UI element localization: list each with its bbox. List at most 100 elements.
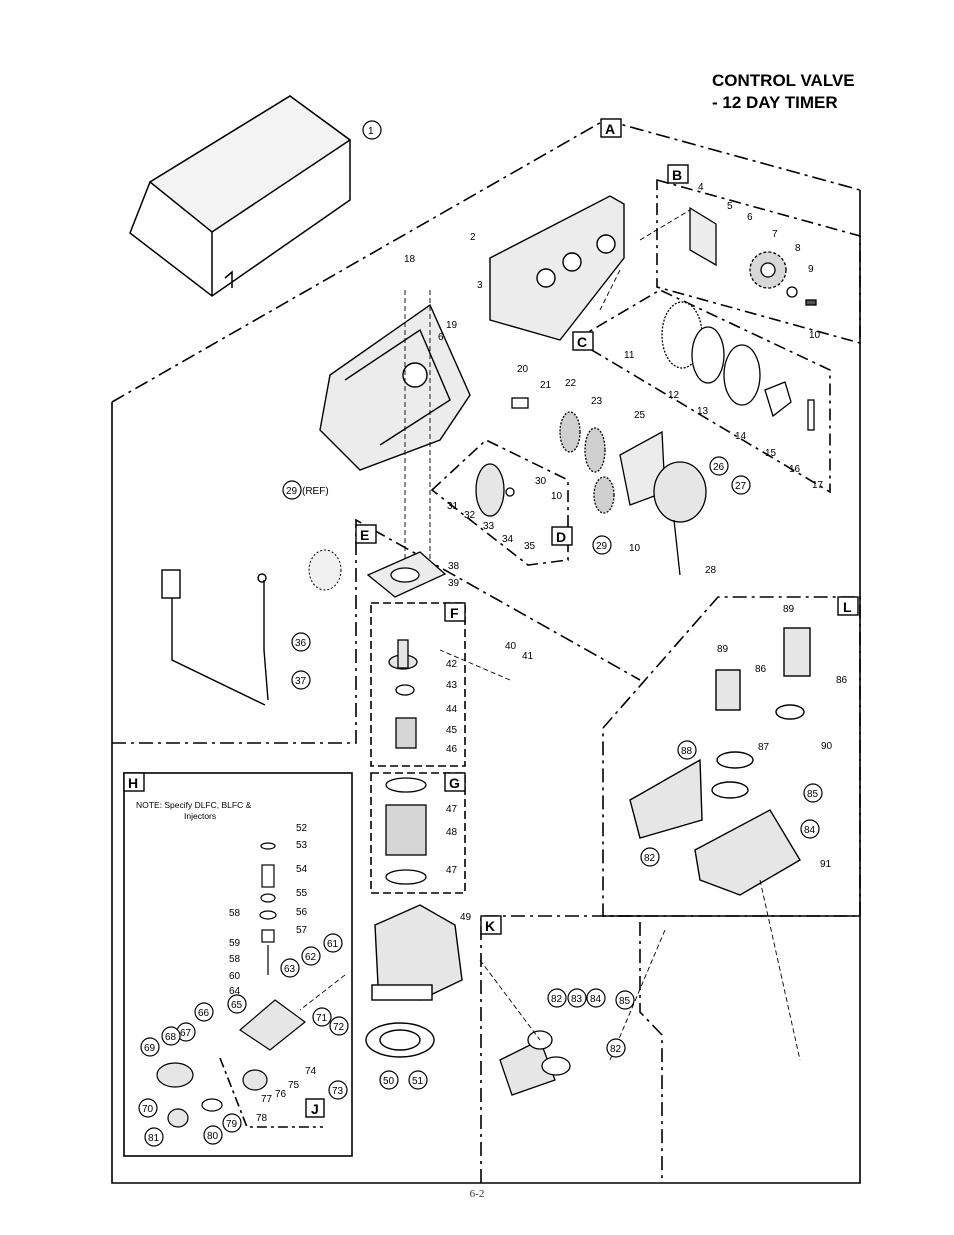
part-91-label: 91 <box>820 859 832 870</box>
part-34-label: 34 <box>502 534 514 545</box>
part-33-label: 33 <box>483 521 495 532</box>
section-a-boundary <box>112 518 641 744</box>
part-17-label: 17 <box>812 480 824 491</box>
part-62-label: 62 <box>305 952 317 963</box>
part-90-label: 90 <box>821 741 833 752</box>
part-52-label: 52 <box>296 823 308 834</box>
part-68-label: 68 <box>165 1032 177 1043</box>
part-49-label: 49 <box>460 912 472 923</box>
part-64-label: 64 <box>229 986 241 997</box>
part-81-label: 81 <box>148 1133 160 1144</box>
section-h-parts <box>156 842 306 1128</box>
part-14-label: 14 <box>735 431 747 442</box>
diagram-title: CONTROL VALVE - 12 DAY TIMER <box>712 70 855 114</box>
section-a-label: A <box>605 121 615 137</box>
part-65-label: 65 <box>231 1000 243 1011</box>
section-g-label: G <box>449 775 460 791</box>
part-80-label: 80 <box>207 1131 219 1142</box>
part-16-label: 16 <box>789 464 801 475</box>
page-number: 6-2 <box>469 1188 485 1200</box>
section-d-label: D <box>556 529 566 545</box>
section-l-label: L <box>843 599 852 615</box>
part-57-label: 57 <box>296 925 308 936</box>
part-1-label: 1 <box>368 126 374 137</box>
part-9-label: 9 <box>808 264 814 275</box>
section-c-parts <box>661 301 815 431</box>
power-cord <box>161 569 269 706</box>
section-b-parts <box>689 206 817 306</box>
part-45-label: 45 <box>446 725 458 736</box>
part-85b-label: 85 <box>619 996 631 1007</box>
part-41-label: 41 <box>522 651 534 662</box>
part-69-label: 69 <box>144 1043 156 1054</box>
part-67-label: 67 <box>180 1028 192 1039</box>
part-10b-label: 10 <box>551 491 563 502</box>
part-48-label: 48 <box>446 827 458 838</box>
part-82b-label: 82 <box>551 994 563 1005</box>
part-7-label: 7 <box>772 229 778 240</box>
part-20-label: 20 <box>517 364 529 375</box>
part-28-label: 28 <box>705 565 717 576</box>
part-63-label: 63 <box>284 964 296 975</box>
part-36-label: 36 <box>295 638 307 649</box>
part-12-label: 12 <box>668 390 680 401</box>
injector-note: NOTE: Specify DLFC, BLFC & Injectors <box>136 800 251 822</box>
part-84b-label: 84 <box>590 994 602 1005</box>
part-40-label: 40 <box>505 641 517 652</box>
part-13-label: 13 <box>697 406 709 417</box>
part-42-label: 42 <box>446 659 458 670</box>
section-k-label: K <box>485 918 495 934</box>
section-e-label: E <box>360 527 369 543</box>
part-26-label: 26 <box>713 462 725 473</box>
section-labels: A B C D E F G H J K L <box>123 118 859 1118</box>
part-31-label: 31 <box>447 501 459 512</box>
circled-callouts <box>138 120 823 1147</box>
section-f-box <box>370 602 466 767</box>
part-56-label: 56 <box>296 907 308 918</box>
part-61-label: 61 <box>327 939 339 950</box>
title-line-1: CONTROL VALVE <box>712 71 855 90</box>
part-87-label: 87 <box>758 742 770 753</box>
part-10a-label: 10 <box>809 330 821 341</box>
part-number-labels: 1 2 3 4 5 6 6 7 8 9 10 10 10 11 12 13 14… <box>142 126 848 1144</box>
part-47a-label: 47 <box>446 804 458 815</box>
part-6b-label: 6 <box>438 332 444 343</box>
part-76-label: 76 <box>275 1089 287 1100</box>
title-line-2: - 12 DAY TIMER <box>712 93 838 112</box>
part-51-label: 51 <box>412 1076 424 1087</box>
part-35-label: 35 <box>524 541 536 552</box>
section-d-box <box>430 439 569 566</box>
part-88-label: 88 <box>681 746 693 757</box>
part-47b-label: 47 <box>446 865 458 876</box>
part-74-label: 74 <box>305 1066 317 1077</box>
section-h-label: H <box>128 775 138 791</box>
part-37-label: 37 <box>295 676 307 687</box>
timer-backplate <box>489 195 625 341</box>
valve-body <box>365 904 463 1058</box>
outer-frame <box>111 190 861 1184</box>
section-k-parts <box>499 1030 571 1096</box>
piston-stack <box>366 551 447 885</box>
part-38-label: 38 <box>448 561 460 572</box>
part-43-label: 43 <box>446 680 458 691</box>
part-75-label: 75 <box>288 1080 300 1091</box>
part-11-label: 11 <box>624 350 635 361</box>
part-4-label: 4 <box>698 182 704 193</box>
section-j-label: J <box>311 1101 319 1117</box>
part-58a-label: 58 <box>229 908 241 919</box>
part-39-label: 39 <box>448 578 460 589</box>
part-66-label: 66 <box>198 1008 210 1019</box>
part-22-label: 22 <box>565 378 577 389</box>
part-30-label: 30 <box>535 476 547 487</box>
part-23-label: 23 <box>591 396 603 407</box>
part-29-ref-label: (REF) <box>302 486 329 497</box>
part-44-label: 44 <box>446 704 458 715</box>
section-b-box <box>656 178 861 345</box>
section-k-boundary <box>480 915 663 1183</box>
part-27-label: 27 <box>735 481 747 492</box>
part-55-label: 55 <box>296 888 308 899</box>
part-46-label: 46 <box>446 744 458 755</box>
part-10c-label: 10 <box>629 543 641 554</box>
